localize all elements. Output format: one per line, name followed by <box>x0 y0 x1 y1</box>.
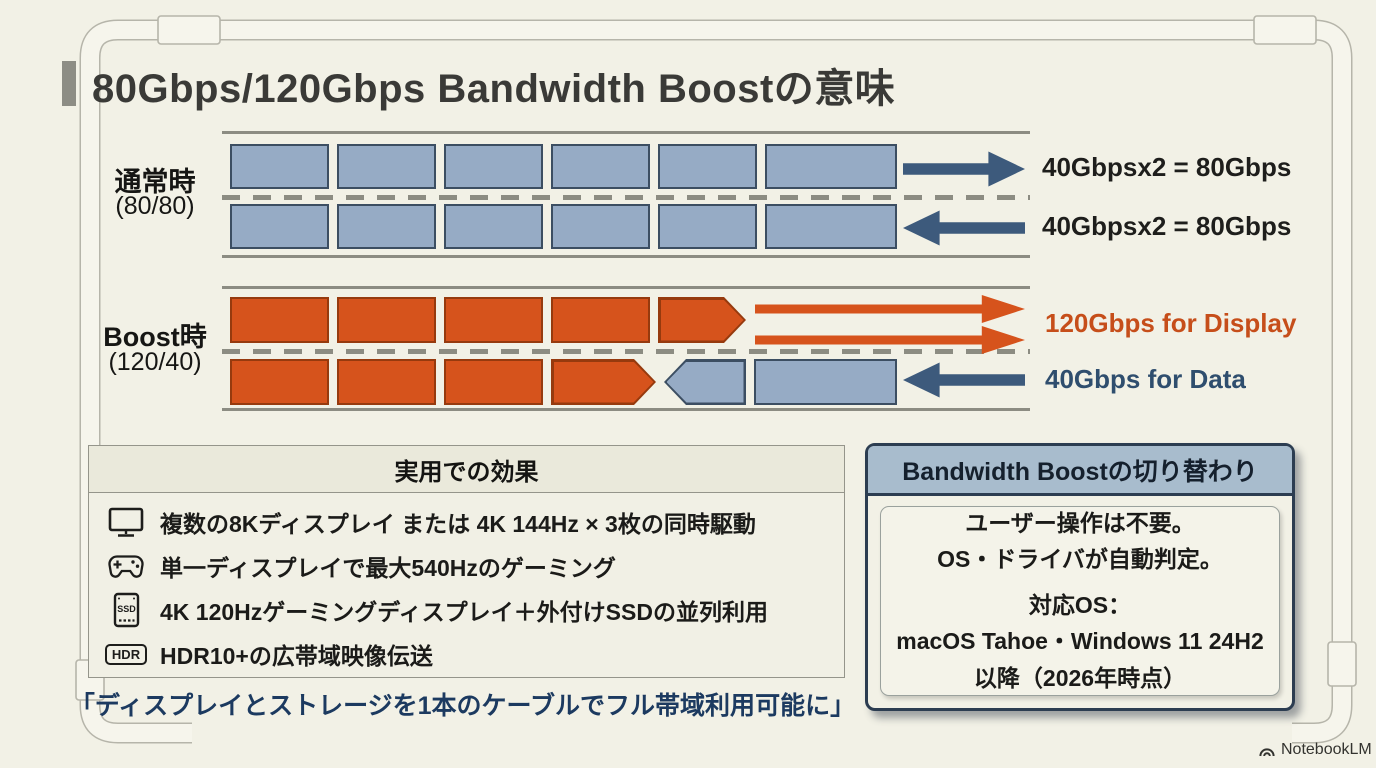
normal-tx-lane <box>230 144 897 189</box>
lane-divider-dash <box>222 195 1030 200</box>
normal-mode-label: 通常時 <box>114 167 196 197</box>
lane-segment-blue <box>230 204 329 249</box>
boost-mode-label: Boost時 <box>103 322 207 352</box>
list-item: 単一ディスプレイで最大540Hzのゲーミング <box>105 548 826 584</box>
lane-segment-orange <box>230 297 329 343</box>
cable-connector-icon <box>1327 641 1357 687</box>
svg-text:SSD: SSD <box>117 604 136 614</box>
left-arrow-icon <box>903 362 1025 398</box>
list-item: 複数の8Kディスプレイ または 4K 144Hz × 3枚の同時駆動 <box>105 504 826 540</box>
boost-rx-caption: 40Gbps for Data <box>1045 364 1246 394</box>
hdr-icon: HDR <box>104 643 148 665</box>
right-arrow-icon <box>903 151 1025 187</box>
os-line: macOS Tahoe・Windows 11 24H2 <box>896 628 1264 655</box>
lane-border-line <box>222 286 1030 289</box>
os-line: 以降（2026年時点） <box>973 664 1187 691</box>
lane-segment-orange <box>337 359 436 405</box>
lane-segment-orange <box>337 297 436 343</box>
list-item: SSD 4K 120Hzゲーミングディスプレイ＋外付けSSDの並列利用 <box>105 592 826 628</box>
lane-segment-blue <box>765 144 897 189</box>
gamepad-icon <box>105 553 147 580</box>
boost-rx-lane <box>230 359 897 405</box>
effects-box: 実用での効果 複数の8Kディスプレイ または 4K 144Hz × 3枚の同時駆… <box>88 445 845 678</box>
lane-border-line <box>222 255 1030 258</box>
boost-tx-lane <box>230 297 746 343</box>
title-accent-bar <box>62 61 76 106</box>
switch-box-title: Bandwidth Boostの切り替わり <box>868 446 1292 496</box>
cable-connector-icon <box>157 15 221 45</box>
lane-segment-blue <box>230 144 329 189</box>
brand-label: NotebookLM <box>1281 741 1372 758</box>
lane-divider-dash <box>222 349 1030 354</box>
lane-segment-blue <box>444 144 543 189</box>
lane-segment-orange <box>551 297 650 343</box>
orange-right-arrow-icon <box>755 295 1025 323</box>
lane-segment-blue <box>551 204 650 249</box>
lane-segment-blue <box>754 359 897 405</box>
quote-text: 「ディスプレイとストレージを1本のケーブルでフル帯域利用可能に」 <box>69 692 856 720</box>
lane-segment-orange <box>551 359 656 405</box>
display-icon <box>105 507 147 538</box>
lane-segment-blue <box>337 204 436 249</box>
ssd-icon: SSD <box>105 592 147 628</box>
left-arrow-icon <box>903 210 1025 246</box>
os-heading: 対応OS： <box>1028 591 1132 618</box>
effects-list: 複数の8Kディスプレイ または 4K 144Hz × 3枚の同時駆動 単一ディス… <box>89 493 844 672</box>
switch-box-body: ユーザー操作は不要。 OS・ドライバが自動判定。 対応OS： macOS Tah… <box>880 506 1280 696</box>
lane-segment-orange <box>658 297 746 343</box>
lane-segment-orange <box>444 359 543 405</box>
cable-connector-icon <box>1253 15 1317 45</box>
lane-border-line <box>222 408 1030 411</box>
list-item: HDR HDR10+の広帯域映像伝送 <box>104 636 826 672</box>
normal-rx-lane <box>230 204 897 249</box>
page-title: 80Gbps/120Gbps Bandwidth Boostの意味 <box>92 67 896 111</box>
boost-mode-sublabel: (120/40) <box>108 348 202 376</box>
effects-box-title: 実用での効果 <box>89 446 844 493</box>
lane-segment-blue <box>337 144 436 189</box>
switch-line: ユーザー操作は不要。 <box>965 510 1195 536</box>
normal-rx-caption: 40Gbpsx2 = 80Gbps <box>1042 211 1292 241</box>
lane-segment-blue <box>765 204 897 249</box>
lane-segment-orange <box>444 297 543 343</box>
notebooklm-logo-icon <box>1259 747 1275 756</box>
lane-segment-blue <box>444 204 543 249</box>
switch-line: OS・ドライバが自動判定。 <box>937 546 1223 573</box>
brand: NotebookLM <box>1258 741 1372 759</box>
normal-mode-sublabel: (80/80) <box>115 192 195 220</box>
lane-segment-orange <box>230 359 329 405</box>
boost-tx-caption: 120Gbps for Display <box>1045 308 1297 338</box>
lane-segment-blue <box>551 144 650 189</box>
normal-tx-caption: 40Gbpsx2 = 80Gbps <box>1042 152 1292 182</box>
lane-segment-blue <box>658 144 757 189</box>
lane-segment-blue <box>658 204 757 249</box>
lane-segment-blue <box>664 359 746 405</box>
switch-box: Bandwidth Boostの切り替わり ユーザー操作は不要。 OS・ドライバ… <box>865 443 1295 711</box>
lane-border-line <box>222 131 1030 134</box>
